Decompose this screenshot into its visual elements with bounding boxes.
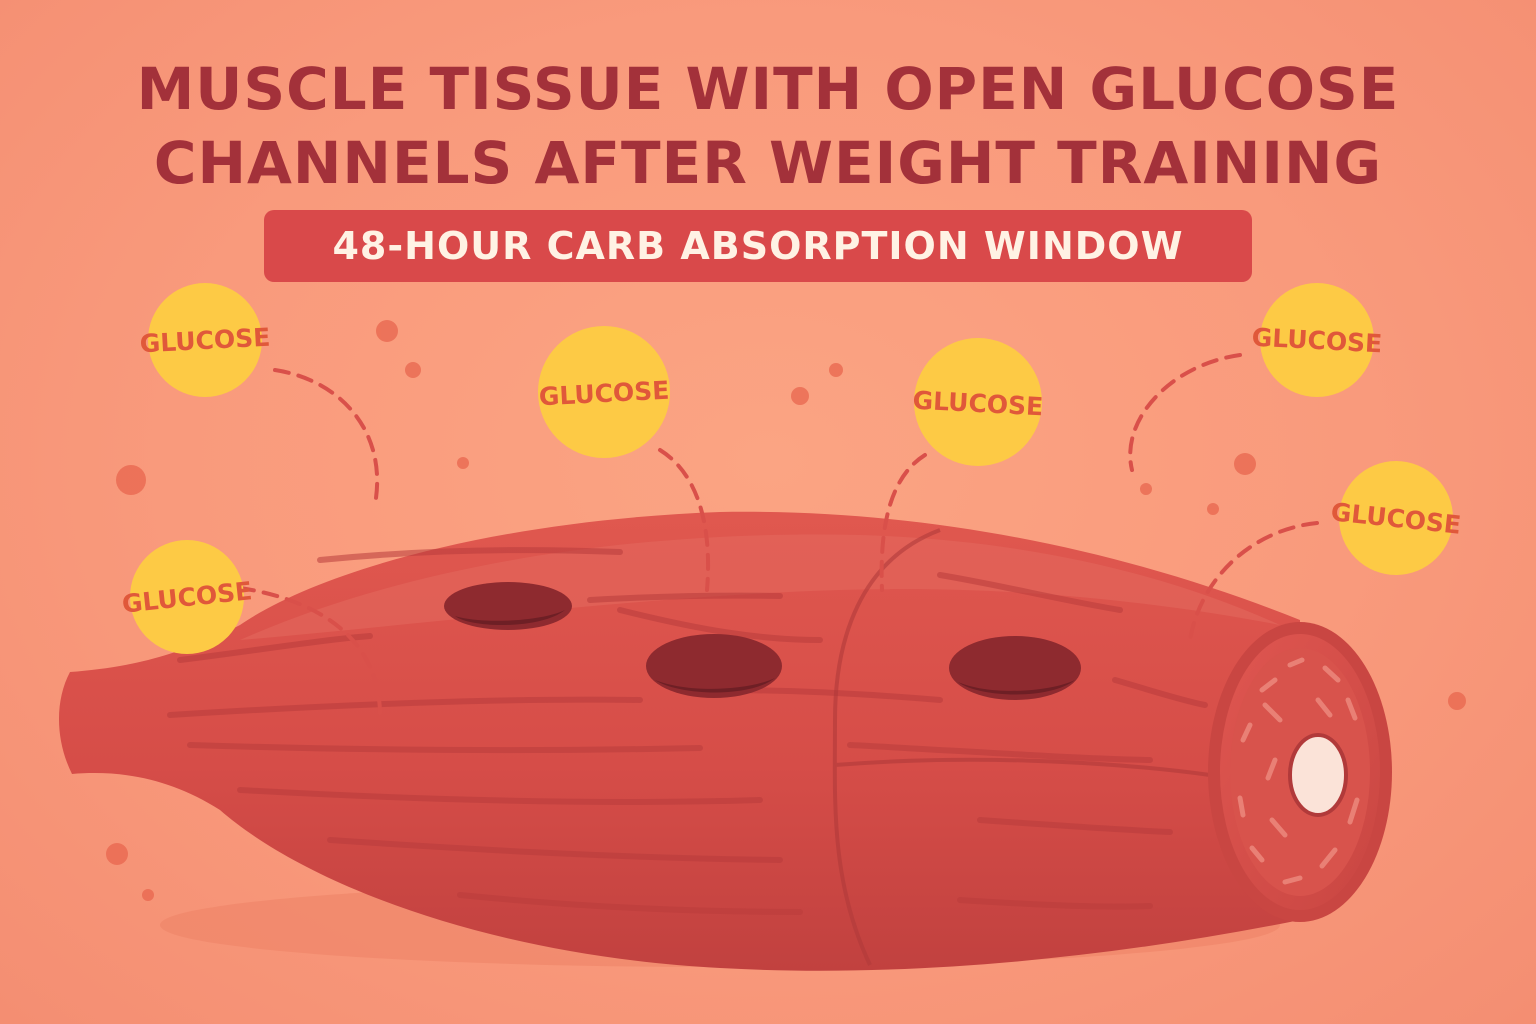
glucose-label: GLUCOSE [1251, 323, 1383, 359]
glucose-molecules: GLUCOSE GLUCOSE GLUCOSE GLUCOSE GLUCOSE … [121, 283, 1462, 654]
glucose-molecule: GLUCOSE [139, 283, 271, 397]
glucose-molecule: GLUCOSE [538, 326, 670, 458]
glucose-channel [949, 636, 1081, 700]
glucose-molecule: GLUCOSE [1251, 283, 1383, 397]
glucose-channels [444, 582, 1081, 700]
glucose-flow-paths [238, 353, 1319, 717]
glucose-molecule: GLUCOSE [1330, 461, 1462, 575]
muscle-cross-section [1208, 622, 1392, 922]
glucose-channel [646, 634, 782, 698]
subtitle-banner: 48-HOUR CARB ABSORPTION WINDOW [264, 210, 1252, 282]
page-title: MUSCLE TISSUE WITH OPEN GLUCOSE CHANNELS… [0, 52, 1536, 200]
subtitle-text: 48-HOUR CARB ABSORPTION WINDOW [332, 224, 1184, 268]
glucose-molecule: GLUCOSE [121, 540, 253, 654]
glucose-molecule: GLUCOSE [912, 338, 1044, 466]
glucose-label: GLUCOSE [538, 376, 670, 412]
glucose-channel [444, 582, 572, 630]
title-line-2: CHANNELS AFTER WEIGHT TRAINING [153, 129, 1383, 197]
glucose-label: GLUCOSE [912, 386, 1044, 422]
title-line-1: MUSCLE TISSUE WITH OPEN GLUCOSE [136, 55, 1400, 123]
glucose-label: GLUCOSE [139, 323, 271, 359]
floating-particles [106, 320, 1466, 901]
